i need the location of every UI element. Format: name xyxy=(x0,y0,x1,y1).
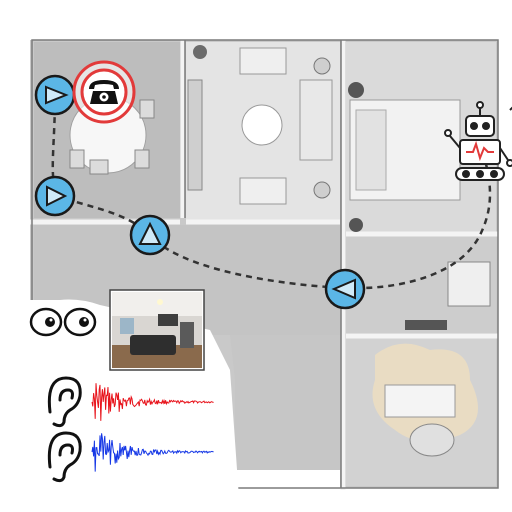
dining-chair xyxy=(70,150,84,168)
waypoint-arrow-icon[interactable] xyxy=(326,270,364,308)
sofa xyxy=(240,178,286,204)
dresser xyxy=(405,320,447,330)
tv-console xyxy=(188,80,202,190)
sofa-side xyxy=(300,80,332,160)
nightstand-lamp xyxy=(348,82,364,98)
dining-chair xyxy=(90,160,108,174)
study-chair xyxy=(410,424,454,456)
waypoint-arrow-icon[interactable] xyxy=(131,216,169,254)
telephone-icon[interactable] xyxy=(74,62,134,122)
lamp xyxy=(314,58,330,74)
desk xyxy=(385,385,455,417)
waypoint-arrow-icon[interactable] xyxy=(36,76,74,114)
room-lower-hall xyxy=(230,335,340,470)
sofa xyxy=(240,48,286,74)
plant xyxy=(193,45,207,59)
armchair xyxy=(448,262,490,306)
nightstand-lamp xyxy=(349,218,363,232)
coffee-table xyxy=(242,105,282,145)
room-photo xyxy=(110,290,204,370)
pillow xyxy=(356,110,386,190)
dining-chair xyxy=(140,100,154,118)
waypoint-arrow-icon[interactable] xyxy=(36,177,74,215)
lamp xyxy=(314,182,330,198)
dining-chair xyxy=(135,150,149,168)
